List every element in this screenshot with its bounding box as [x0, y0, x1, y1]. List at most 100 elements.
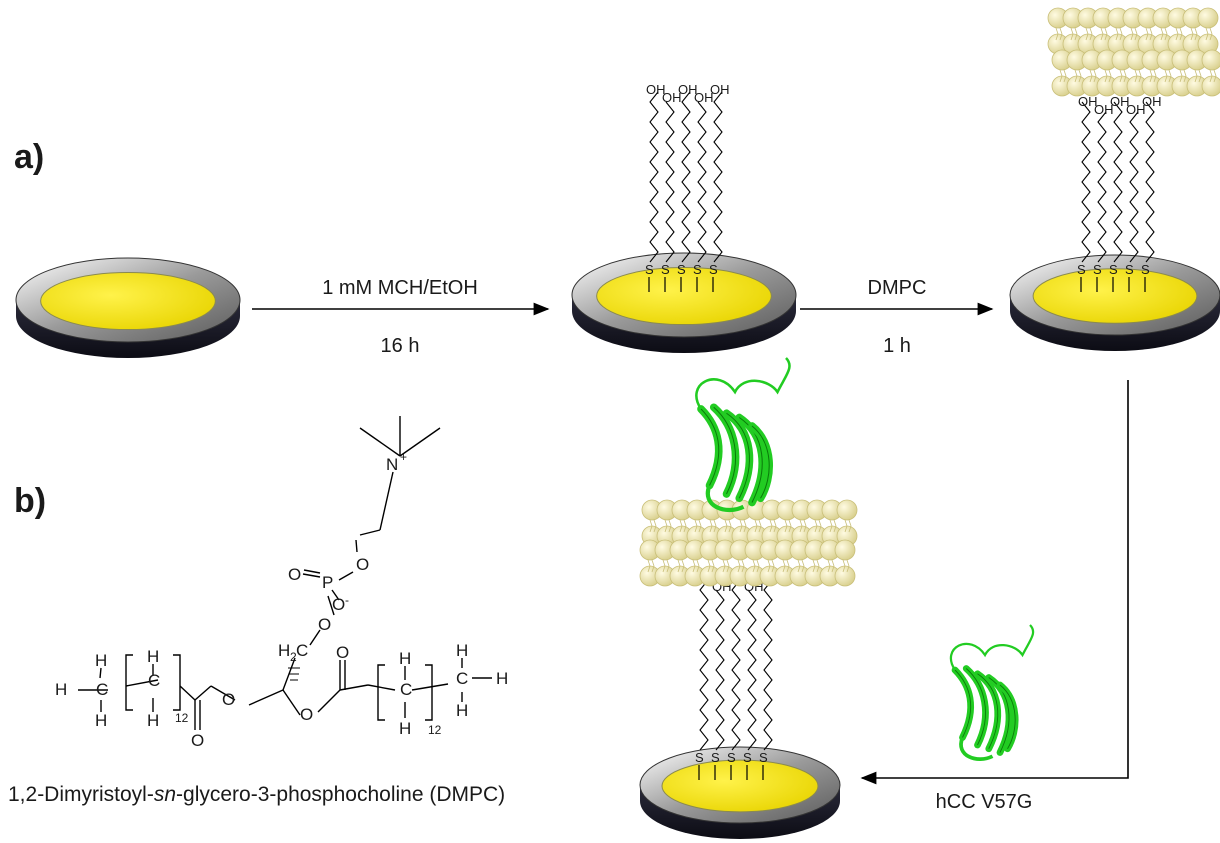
atom-c-terminal-left: C [96, 680, 108, 699]
chains-mch-chain [697, 101, 707, 263]
chains-protein-chain [715, 589, 725, 751]
lipid-bilayer-protein-lower-tail [707, 559, 715, 573]
chains-bilayer-chain [1113, 101, 1123, 263]
lipid-bilayer-protein-lower-tail [812, 559, 820, 573]
lipid-bilayer-protein-tail [724, 519, 732, 533]
dmpc-name: 1,2-Dimyristoyl-sn-glycero-3-phosphochol… [8, 783, 505, 806]
lipid-bilayer-top [1047, 7, 1219, 55]
lipid-bilayer-top-lower-tail [1119, 69, 1127, 83]
lipid-bilayer-protein-lower-tail [752, 559, 760, 573]
lipid-bilayer-protein-tail [694, 519, 702, 533]
step1-reagent: 1 mM MCH/EtOH [322, 277, 478, 299]
chains-mch-chain [665, 101, 675, 263]
lipid-bilayer-protein-tail [664, 519, 672, 533]
lipid-bilayer-protein-lower-tail [662, 559, 670, 573]
chains-mch-chain [713, 91, 723, 263]
atom-h-bottom-right: H [456, 701, 468, 720]
lipid-bilayer-protein [641, 499, 858, 547]
chains-bilayer-sulfur: S [1109, 262, 1118, 277]
panel-a-label: a) [14, 138, 44, 176]
protein-hcc-free-loop [949, 624, 1035, 671]
panel-b-label: b) [14, 482, 46, 520]
chains-mch-hydroxyl: OH [710, 82, 730, 97]
chains-protein-chain [699, 579, 709, 751]
dmpc-atom-labels: N + O P O O - O H 2 C O O O O H C H H C … [55, 450, 508, 750]
chains-mch-sulfur: S [645, 262, 654, 277]
chains-protein-chain [763, 579, 773, 751]
lipid-bilayer-protein-lower-tail [767, 559, 775, 573]
lipid-bilayer-protein-lower-headgroup [834, 539, 856, 561]
lipid-bilayer-top-lower [1051, 49, 1220, 97]
lipid-bilayer-top-lower-tail [1194, 69, 1202, 83]
lipid-bilayer-protein-lower-tail [827, 559, 835, 573]
chains-protein-chain [731, 579, 741, 751]
atom-o-ester1: O [356, 555, 369, 574]
lipid-bilayer-protein-lower-tail [677, 559, 685, 573]
lipid-bilayer-top-tail [1160, 27, 1168, 41]
lipid-bilayer-protein-tail [769, 519, 777, 533]
lipid-bilayer-protein-lower-tail [692, 559, 700, 573]
chains-protein-sulfur: S [695, 750, 704, 765]
chains-mch-sulfur: S [677, 262, 686, 277]
chains-bilayer-hydroxyl: OH [1126, 102, 1146, 117]
chains-protein-sulfur: S [711, 750, 720, 765]
lipid-bilayer-top-tail [1085, 27, 1093, 41]
electrode-protein-gold [661, 759, 819, 813]
chains-mch-hydroxyl: OH [662, 90, 682, 105]
lipid-bilayer-protein-tail [754, 519, 762, 533]
lipid-bilayer-top-lower-headgroup [1201, 49, 1220, 71]
atom-n: N [386, 455, 398, 474]
chains-bilayer-chain [1129, 111, 1139, 263]
atom-h-repeat-bottom-left: H [147, 711, 159, 730]
chains-mch-sulfur: S [693, 262, 702, 277]
chains-mch-hydroxyl: OH [646, 82, 666, 97]
lipid-bilayer-top-tail [1130, 27, 1138, 41]
lipid-bilayer-top-lower-tail [1134, 69, 1142, 83]
lipid-bilayer-top-tail [1100, 27, 1108, 41]
atom-c-repeat-right: C [400, 680, 412, 699]
protein-hcc-membrane-loop [695, 357, 791, 410]
atom-h2c-sub: 2 [290, 650, 297, 664]
lipid-bilayer-protein-tail [844, 519, 852, 533]
lipid-bilayer-top-headgroup [1197, 7, 1219, 29]
chains-bilayer-hydroxyl: OH [1110, 94, 1130, 109]
lipid-bilayer-top-lower-tail [1179, 69, 1187, 83]
lipid-bilayer-protein-tail [649, 519, 657, 533]
charge-plus: + [400, 450, 407, 464]
lipid-bilayer-protein-tail [814, 519, 822, 533]
chains-bilayer-hydroxyl: OH [1094, 102, 1114, 117]
atom-o-anion: O [332, 595, 345, 614]
lipid-bilayer-protein-lower-tail [797, 559, 805, 573]
step3-reagent: hCC V57G [936, 791, 1033, 813]
atom-o-double: O [288, 565, 301, 584]
protein-hcc-free-loop-lower [959, 736, 994, 761]
atom-h-repeat-bottom-right: H [399, 719, 411, 738]
atom-p: P [322, 573, 333, 592]
electrode-bilayer-gold [1032, 268, 1198, 324]
lipid-bilayer-protein-tail [709, 519, 717, 533]
protein-hcc-free-strand-edge [977, 673, 999, 749]
atom-o-right: O [300, 705, 313, 724]
lipid-bilayer-protein-tail [829, 519, 837, 533]
chains-bilayer-sulfur: S [1141, 262, 1150, 277]
chains-bilayer-hydroxyl: OH [1142, 94, 1162, 109]
lipid-bilayer-top-tail [1205, 27, 1213, 41]
electrode-bilayer [1009, 254, 1220, 351]
electrode-bare [15, 257, 241, 358]
electrode-bare-gold [40, 271, 216, 331]
step2-time: 1 h [883, 335, 911, 357]
repeat-count-right: 12 [428, 723, 442, 737]
chains-mch-hydroxyl: OH [694, 90, 714, 105]
protein-hcc-free-strand-edge [988, 677, 1010, 753]
chains-bilayer-chain [1097, 111, 1107, 263]
atom-h2c-c: C [296, 641, 308, 660]
protein-hcc-membrane-loop-lower [705, 484, 745, 513]
atom-h-right: H [496, 669, 508, 688]
arrow-step3 [860, 380, 1129, 785]
chains-bilayer-sulfur: S [1093, 262, 1102, 277]
lipid-bilayer-top-tail [1055, 27, 1063, 41]
dmpc-structure [78, 416, 492, 730]
chains-bilayer-chain [1081, 101, 1091, 263]
